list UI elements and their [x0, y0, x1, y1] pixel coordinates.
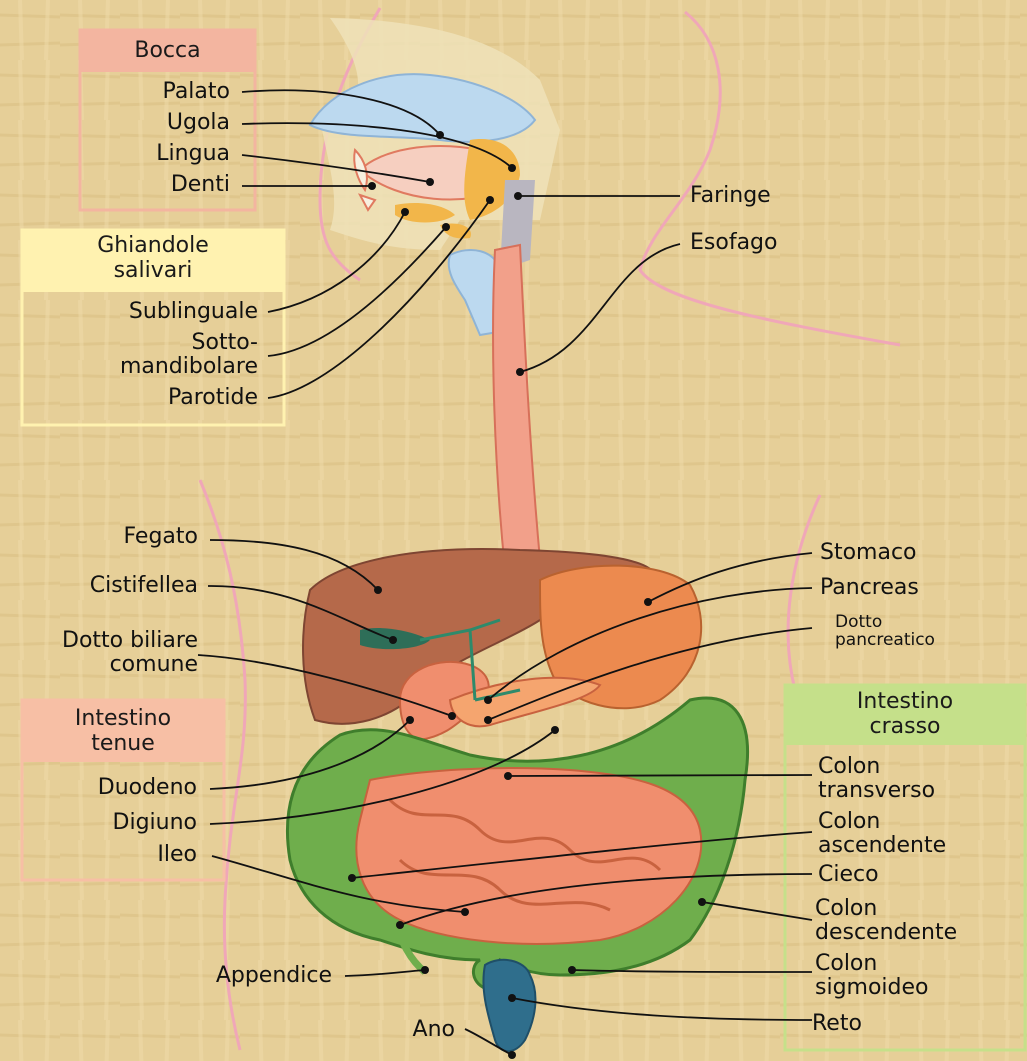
- rectum-shape: [483, 960, 535, 1051]
- label-ileo: Ileo: [157, 843, 197, 867]
- label-colon-discendente: Colon descendente: [815, 897, 957, 945]
- label-dotto-pancreatico: Dotto pancreatico: [835, 613, 935, 649]
- label-parotide: Parotide: [168, 386, 258, 410]
- large-intestine-box-title: Intestino crasso: [785, 689, 1025, 739]
- label-digiuno: Digiuno: [113, 811, 197, 835]
- small-intestine-box-title: Intestino tenue: [22, 706, 224, 756]
- label-ugola: Ugola: [167, 111, 230, 135]
- label-reto: Reto: [812, 1012, 862, 1036]
- label-denti: Denti: [171, 173, 230, 197]
- label-stomaco: Stomaco: [820, 541, 917, 565]
- label-fegato: Fegato: [123, 525, 198, 549]
- label-cieco: Cieco: [818, 863, 879, 887]
- label-sublinguale: Sublinguale: [129, 300, 258, 324]
- salivary-box-title: Ghiandole salivari: [22, 233, 284, 283]
- label-dotto-biliare: Dotto biliare comune: [62, 629, 198, 677]
- label-colon-transverso: Colon transverso: [818, 755, 935, 803]
- label-faringe: Faringe: [690, 184, 771, 208]
- label-esofago: Esofago: [690, 231, 777, 255]
- label-ano: Ano: [413, 1018, 455, 1042]
- mouth-box-title: Bocca: [80, 38, 255, 63]
- label-colon-sigmoideo: Colon sigmoideo: [815, 952, 929, 1000]
- label-sottomandibolare: Sotto- mandibolare: [120, 331, 258, 379]
- label-lingua: Lingua: [156, 142, 230, 166]
- label-colon-ascendente: Colon ascendente: [818, 810, 946, 858]
- label-pancreas: Pancreas: [820, 576, 919, 600]
- label-duodeno: Duodeno: [98, 776, 197, 800]
- label-palato: Palato: [163, 80, 230, 104]
- label-appendice: Appendice: [216, 964, 332, 988]
- esophagus-shape: [493, 245, 540, 570]
- label-cistifellea: Cistifellea: [90, 574, 198, 598]
